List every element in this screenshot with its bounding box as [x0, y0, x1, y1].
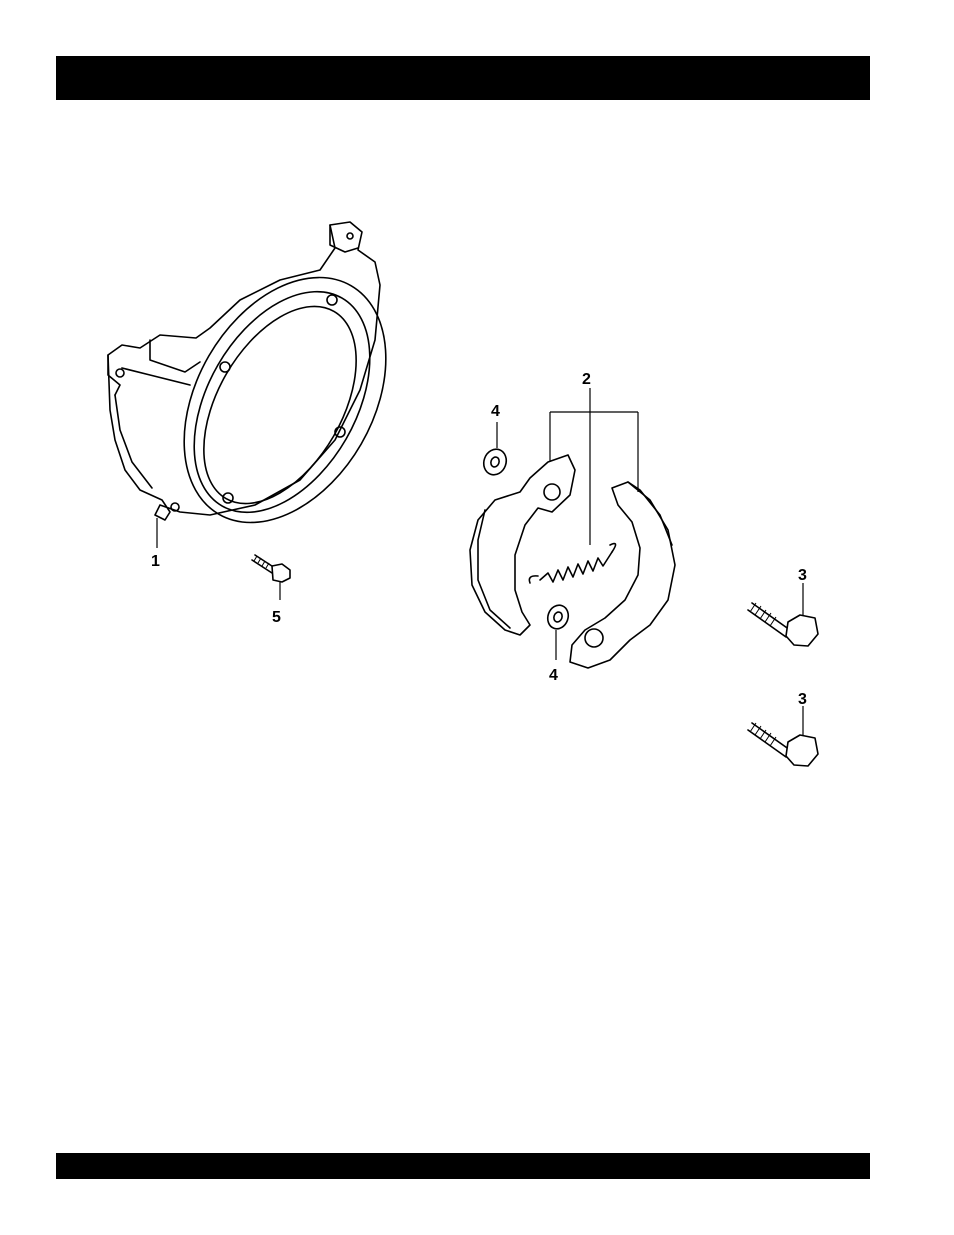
part-flange-bolt: 5	[252, 555, 290, 626]
part-washer-lower: 4	[544, 602, 571, 684]
callout-5: 5	[272, 609, 281, 626]
callout-4-upper: 4	[491, 403, 500, 420]
callout-1: 1	[151, 553, 160, 570]
callout-2: 2	[582, 371, 591, 388]
callout-3-lower: 3	[798, 691, 807, 708]
part-washer-upper: 4	[480, 403, 510, 478]
part-pivot-bolt-lower: 3	[748, 691, 818, 766]
part-housing-cover: 1	[108, 222, 427, 570]
part-pivot-bolt-upper: 3	[748, 567, 818, 646]
callout-3-upper: 3	[798, 567, 807, 584]
callout-4-lower: 4	[549, 667, 558, 684]
part-brake-shoes: 2	[470, 371, 675, 668]
